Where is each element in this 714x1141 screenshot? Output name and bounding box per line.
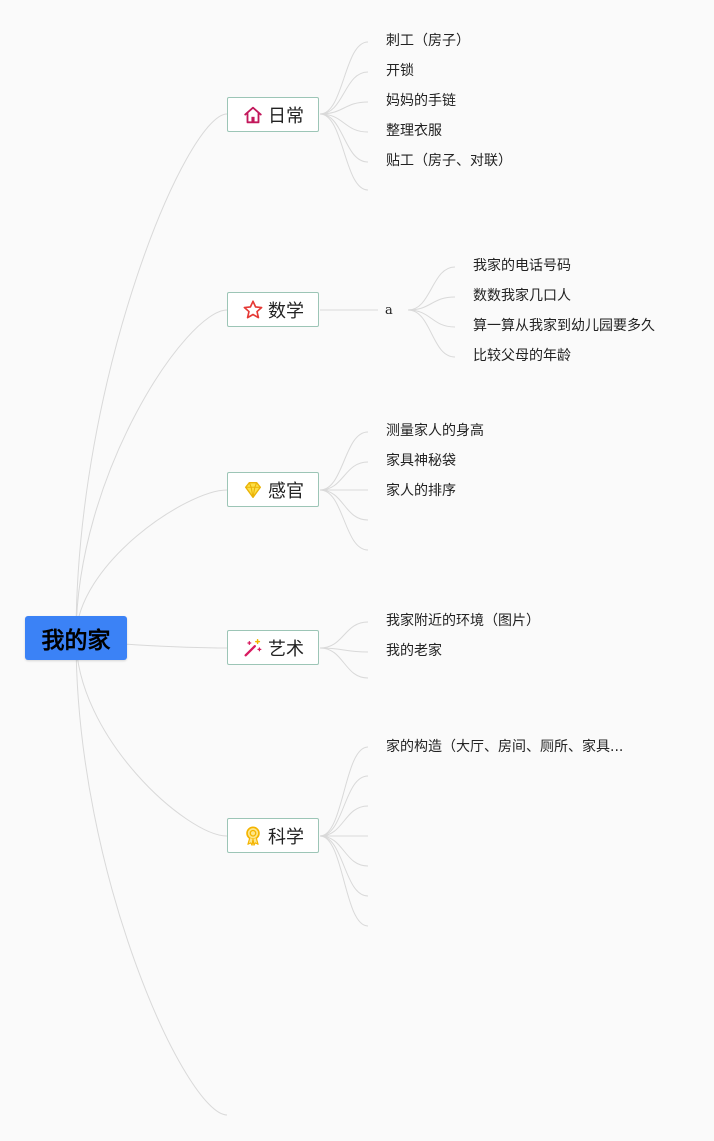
sub-node-label[interactable]: a — [385, 303, 393, 318]
leaf-item[interactable]: 家人的排序 — [386, 483, 456, 499]
branch-node-science[interactable]: 科学 — [227, 818, 319, 853]
leaf-connector — [319, 71, 369, 115]
leaf-item[interactable]: 我家的电话号码 — [473, 258, 571, 274]
root-connector — [75, 489, 228, 639]
leaf-connector — [319, 835, 369, 867]
medal-icon — [242, 825, 264, 847]
branch-node-senses[interactable]: 感官 — [227, 472, 319, 507]
root-node[interactable]: 我的家 — [25, 616, 127, 660]
house-icon — [242, 104, 264, 126]
leaf-connector — [319, 746, 369, 837]
branch-label: 数学 — [268, 300, 304, 322]
leaf-connector — [319, 41, 369, 115]
leaf-connector — [319, 489, 369, 551]
leaf-connector — [407, 266, 456, 311]
leaf-connector — [319, 461, 369, 491]
leaf-connector — [319, 431, 369, 491]
leaf-item[interactable]: 数数我家几口人 — [473, 288, 571, 304]
leaf-connector — [319, 835, 369, 897]
leaf-item[interactable]: 整理衣服 — [386, 123, 442, 139]
leaf-item[interactable]: 贴工（房子、对联） — [386, 153, 512, 169]
diamond-icon — [242, 479, 264, 501]
branch-label: 日常 — [268, 105, 304, 127]
leaf-connector — [319, 805, 369, 837]
leaf-connector — [319, 113, 369, 163]
leaf-connector — [319, 113, 369, 133]
leaf-connector — [319, 621, 369, 649]
root-label: 我的家 — [41, 628, 111, 654]
leaf-item[interactable]: 妈妈的手链 — [386, 93, 456, 109]
leaf-connector — [319, 101, 369, 115]
branch-label: 感官 — [268, 480, 304, 502]
leaf-item[interactable]: 我的老家 — [386, 643, 442, 659]
leaf-item[interactable]: 刺工（房子） — [386, 33, 470, 49]
root-connector — [75, 637, 228, 1116]
branch-label: 艺术 — [268, 638, 304, 660]
leaf-item[interactable]: 家具神秘袋 — [386, 453, 456, 469]
leaf-connector — [319, 113, 369, 191]
leaf-connector — [407, 309, 456, 358]
leaf-connector — [319, 775, 369, 837]
leaf-connector — [407, 309, 456, 328]
leaf-item[interactable]: 算一算从我家到幼儿园要多久 — [473, 318, 655, 334]
leaf-connector — [319, 489, 369, 521]
root-connector — [75, 113, 228, 639]
branch-label: 科学 — [268, 826, 304, 848]
leaf-item[interactable]: 测量家人的身高 — [386, 423, 484, 439]
star-icon — [242, 299, 264, 321]
branch-node-daily[interactable]: 日常 — [227, 97, 319, 132]
leaf-connector — [319, 835, 369, 927]
branch-node-art[interactable]: 艺术 — [227, 630, 319, 665]
leaf-item[interactable]: 家的构造（大厅、房间、厕所、家具... — [386, 739, 624, 755]
leaf-item[interactable]: 我家附近的环境（图片） — [386, 613, 540, 629]
leaf-item[interactable]: 比较父母的年龄 — [473, 348, 571, 364]
root-connector — [75, 637, 228, 837]
root-connector — [75, 309, 228, 639]
branch-node-math[interactable]: 数学 — [227, 292, 319, 327]
leaf-connector — [407, 296, 456, 311]
leaf-item[interactable]: 开锁 — [386, 63, 414, 79]
leaf-connector — [319, 647, 369, 679]
magic-wand-icon — [242, 637, 264, 659]
